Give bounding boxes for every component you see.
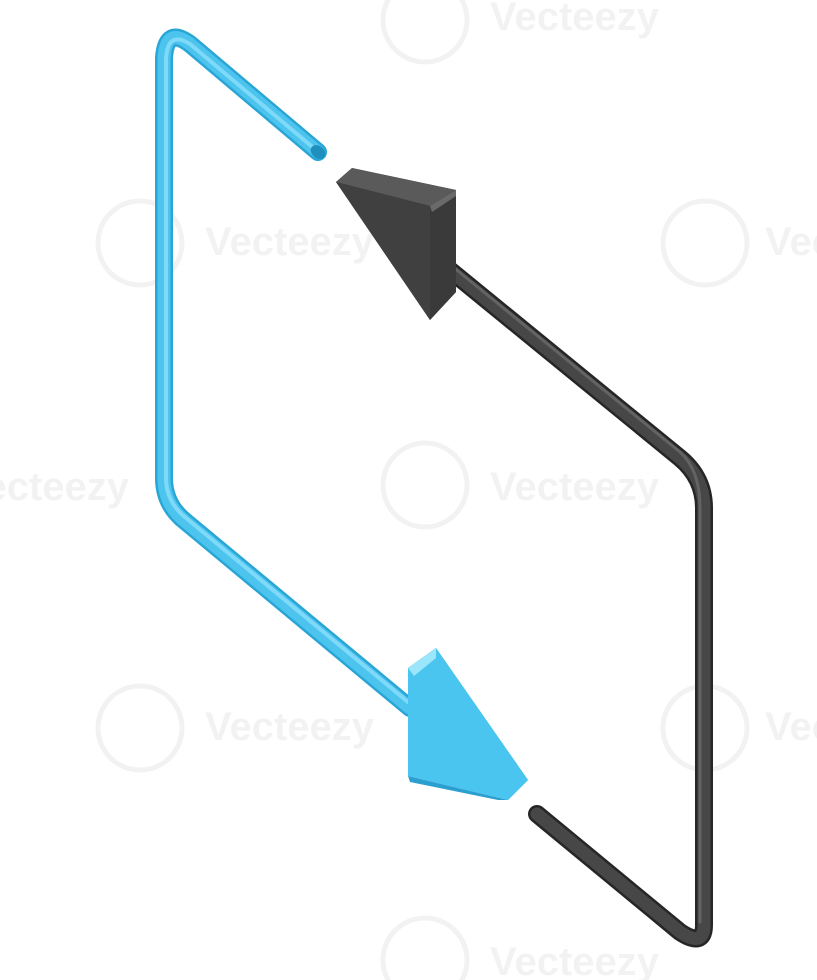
watermark-text: Vecteezy — [205, 705, 375, 749]
watermark-text: Vecteezy — [0, 465, 130, 509]
watermark-text: Vecteezy — [205, 220, 375, 264]
cycle-arrow-dark-icon — [336, 168, 713, 948]
dark-arrowhead — [336, 168, 456, 320]
watermark-text: Vecteezy — [765, 705, 817, 749]
cycle-arrow-blue-icon — [155, 28, 528, 800]
watermark-text: Vecteezy — [490, 465, 660, 509]
watermark-logo-icon — [95, 0, 750, 980]
watermark-text: Vecteezy — [490, 940, 660, 980]
blue-arrowhead — [408, 648, 528, 800]
watermark-text: Vecteezy — [490, 0, 660, 39]
watermark-text: Vecteezy — [765, 220, 817, 264]
